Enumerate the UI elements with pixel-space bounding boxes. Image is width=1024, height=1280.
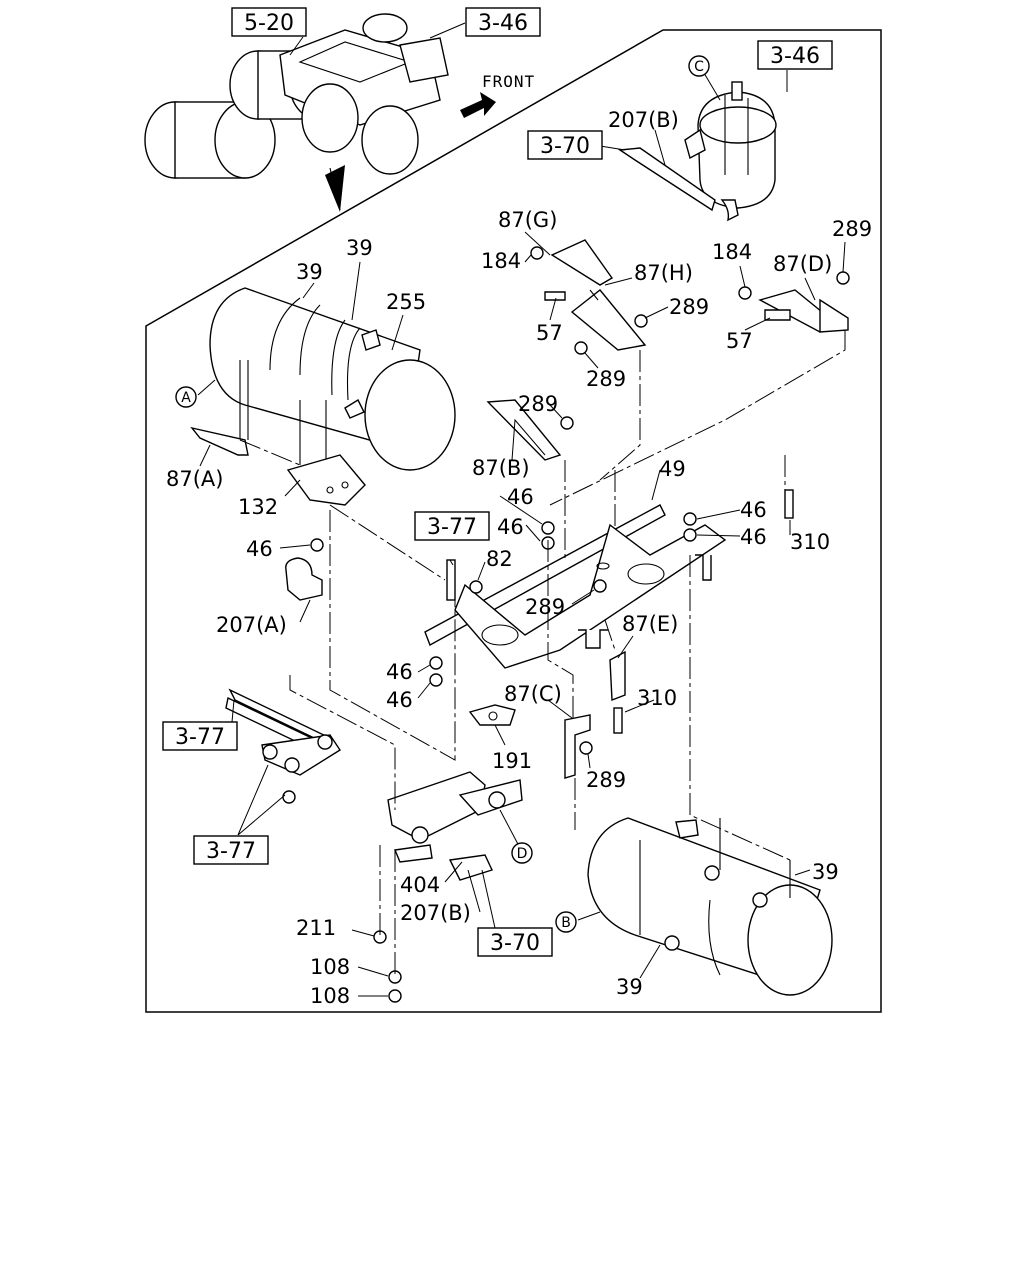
label-87h: 87(H) <box>634 261 693 285</box>
svg-text:C: C <box>694 59 704 75</box>
front-direction-arrow: FRONT <box>460 72 535 118</box>
label-87b: 87(B) <box>472 456 530 480</box>
label-289-b: 289 <box>586 367 626 391</box>
front-label: FRONT <box>482 72 535 91</box>
bracket-87g-87h <box>530 239 648 355</box>
circled-letter-c: C <box>688 55 710 77</box>
ref-3-46-top-label: 3-46 <box>478 11 528 36</box>
label-57-b: 57 <box>726 329 753 353</box>
label-108-a: 108 <box>310 955 350 979</box>
label-289-d: 289 <box>518 392 558 416</box>
plate-191 <box>468 704 516 726</box>
label-289-e: 289 <box>525 595 565 619</box>
ref-3-46-dryer-label: 3-46 <box>770 44 820 69</box>
label-46-a: 46 <box>507 485 534 509</box>
label-207b-bottom: 207(B) <box>400 901 471 925</box>
label-46-e: 46 <box>246 537 273 561</box>
label-87a: 87(A) <box>166 467 223 491</box>
assembly-centerlines <box>239 330 846 977</box>
label-184-a: 184 <box>481 249 521 273</box>
label-404: 404 <box>400 873 440 897</box>
ref-3-77-left-b-label: 3-77 <box>206 839 256 864</box>
svg-text:D: D <box>517 846 528 862</box>
ref-box-3-77-left-a[interactable]: 3-77 <box>162 721 238 751</box>
label-87e: 87(E) <box>622 612 678 636</box>
label-289-f: 289 <box>586 768 626 792</box>
label-87d: 87(D) <box>773 252 832 276</box>
label-289-c: 289 <box>832 217 872 241</box>
svg-text:A: A <box>181 390 191 406</box>
bracket-87a <box>190 426 249 456</box>
label-87c: 87(C) <box>504 682 562 706</box>
label-46-b: 46 <box>497 515 524 539</box>
circled-letter-b: B <box>555 911 577 933</box>
ref-box-5-20[interactable]: 5-20 <box>231 7 307 37</box>
label-310-b: 310 <box>637 686 677 710</box>
bracket-132 <box>286 454 366 506</box>
label-46-g: 46 <box>386 688 413 712</box>
air-dryer <box>617 81 777 222</box>
label-46-d: 46 <box>740 525 767 549</box>
label-207b-top: 207(B) <box>608 108 679 132</box>
label-46-c: 46 <box>740 498 767 522</box>
label-39-d: 39 <box>616 975 643 999</box>
diagram-frame <box>145 29 882 1013</box>
label-108-b: 108 <box>310 984 350 1008</box>
label-191: 191 <box>492 749 532 773</box>
mount-207a <box>285 538 324 601</box>
bracket-87c <box>564 714 593 779</box>
circled-letter-a: A <box>175 386 197 408</box>
label-184-b: 184 <box>712 240 752 264</box>
ref-3-70-bottom-label: 3-70 <box>490 931 540 956</box>
ref-3-70-top-label: 3-70 <box>540 134 590 159</box>
air-tank-b <box>587 817 833 996</box>
label-39-c: 39 <box>812 860 839 884</box>
label-39-a: 39 <box>296 260 323 284</box>
ref-box-3-70-top[interactable]: 3-70 <box>527 130 603 160</box>
label-289-a: 289 <box>669 295 709 319</box>
label-255: 255 <box>386 290 426 314</box>
part-labels: 207(B) 87(G) 184 87(H) 289 57 289 184 87… <box>166 108 872 1008</box>
ref-3-77-left-a-label: 3-77 <box>175 725 225 750</box>
ref-3-77-mid-label: 3-77 <box>427 515 477 540</box>
ref-box-3-70-bottom[interactable]: 3-70 <box>477 927 553 957</box>
ref-box-3-46-dryer[interactable]: 3-46 <box>757 40 833 70</box>
ref-box-3-77-left-b[interactable]: 3-77 <box>193 835 269 865</box>
ref-box-3-46-top[interactable]: 3-46 <box>465 7 541 37</box>
label-39-b: 39 <box>346 236 373 260</box>
label-57-a: 57 <box>536 321 563 345</box>
bracket-87d <box>738 271 850 333</box>
label-310-a: 310 <box>790 530 830 554</box>
bracket-87e <box>609 650 626 734</box>
crossmember-49 <box>424 489 794 687</box>
label-207a: 207(A) <box>216 613 287 637</box>
label-132: 132 <box>238 495 278 519</box>
label-49: 49 <box>659 457 686 481</box>
label-87g: 87(G) <box>498 208 557 232</box>
label-82: 82 <box>486 547 513 571</box>
ref-box-3-77-mid[interactable]: 3-77 <box>414 511 490 541</box>
valve-assembly-left <box>225 688 341 804</box>
ref-5-20-label: 5-20 <box>244 11 294 36</box>
svg-text:B: B <box>561 915 571 931</box>
leader-lines <box>197 22 846 997</box>
label-46-f: 46 <box>386 660 413 684</box>
valve-assembly-center <box>373 771 523 1003</box>
circled-letter-d: D <box>511 842 533 864</box>
chassis-inset-illustration <box>144 13 449 212</box>
label-211: 211 <box>296 916 336 940</box>
air-tank-a <box>209 287 456 480</box>
